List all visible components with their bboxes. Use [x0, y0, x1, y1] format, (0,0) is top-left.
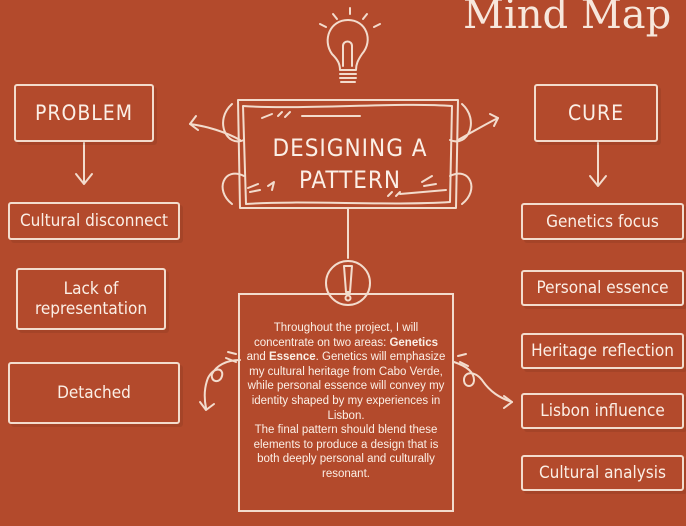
description-text: and — [246, 351, 269, 364]
curved-arrow-icon — [453, 353, 513, 409]
problem-header: PROBLEM — [14, 84, 154, 142]
cure-item-label: Lisbon influence — [540, 401, 665, 421]
problem-item-cultural-disconnect: Cultural disconnect — [8, 202, 180, 240]
problem-item-label-line1: Lack of — [63, 279, 119, 299]
cure-item-label: Cultural analysis — [538, 463, 666, 483]
cure-item-label: Personal essence — [536, 278, 669, 298]
cure-item-cultural-analysis: Cultural analysis — [521, 455, 684, 491]
exclamation-icon — [325, 260, 371, 306]
problem-item-lack-of-representation: Lack of representation — [16, 268, 166, 330]
problem-item-label: Cultural disconnect — [20, 211, 168, 231]
description-text: . Genetics will emphasize my cultural he… — [247, 351, 446, 422]
lightbulb-icon — [319, 7, 381, 83]
central-title-line2: PATTERN — [298, 166, 402, 194]
description-keyword-genetics: Genetics — [389, 336, 439, 349]
cure-item-lisbon-influence: Lisbon influence — [521, 393, 684, 429]
arrow-down-icon — [75, 142, 93, 185]
cure-item-personal-essence: Personal essence — [521, 270, 684, 306]
curved-arrow-icon — [199, 351, 241, 411]
problem-item-label-line2: representation — [34, 299, 148, 319]
central-node: DESIGNING A PATTERN — [250, 132, 450, 196]
cure-item-label: Heritage reflection — [531, 341, 674, 361]
description-text: Throughout the project, I will concentra… — [253, 322, 419, 349]
central-frame — [221, 99, 473, 209]
cure-item-genetics-focus: Genetics focus — [521, 203, 684, 240]
problem-header-label: PROBLEM — [34, 101, 134, 125]
cure-item-heritage-reflection: Heritage reflection — [521, 333, 684, 369]
curved-arrow-icon — [189, 115, 241, 141]
problem-item-detached: Detached — [8, 362, 180, 424]
description-keyword-essence: Essence — [268, 351, 316, 364]
description-box: Throughout the project, I will concentra… — [238, 293, 454, 512]
cure-header: CURE — [534, 84, 658, 142]
central-title-line1: DESIGNING A — [272, 134, 428, 162]
description-paragraph-2: The final pattern should blend these ele… — [253, 424, 439, 480]
problem-item-label: Detached — [57, 383, 131, 403]
arrow-down-icon — [589, 142, 607, 187]
curved-arrow-icon — [457, 113, 499, 141]
cure-header-label: CURE — [567, 101, 625, 125]
description-paragraph-1: Throughout the project, I will concentra… — [246, 321, 446, 423]
cure-item-label: Genetics focus — [546, 211, 659, 232]
page-title: Mind Map — [463, 0, 672, 38]
